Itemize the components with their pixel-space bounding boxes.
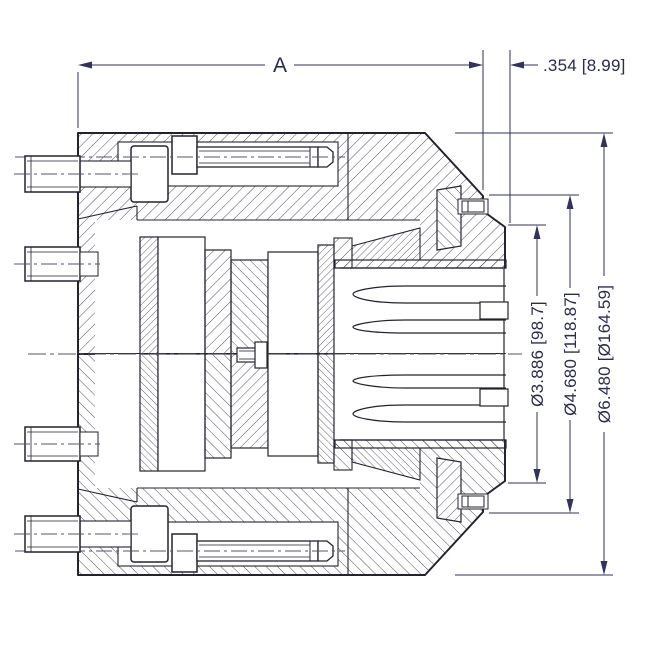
section-top-half [13,132,509,355]
section-view [13,132,522,576]
dimension-offset [509,50,538,223]
dim-diameter-inner-label: Ø3.886 [98.7] [528,301,547,407]
dim-diameter-outer-label: Ø6.480 [Ø164.59] [595,285,614,423]
dimension-diameter-inner [508,224,546,484]
dim-offset-label: .354 [8.99] [543,56,626,75]
dimension-diameter-outer [455,132,613,576]
dim-a-label: A [273,54,287,77]
dimension-a [77,50,484,190]
center-pilot-bolt [236,341,268,369]
dimension-diameter-middle [489,194,579,514]
dim-diameter-middle-label: Ø4.680 [118.87] [561,292,580,416]
dimension-annotations [77,50,613,576]
section-bottom-half [13,353,509,576]
